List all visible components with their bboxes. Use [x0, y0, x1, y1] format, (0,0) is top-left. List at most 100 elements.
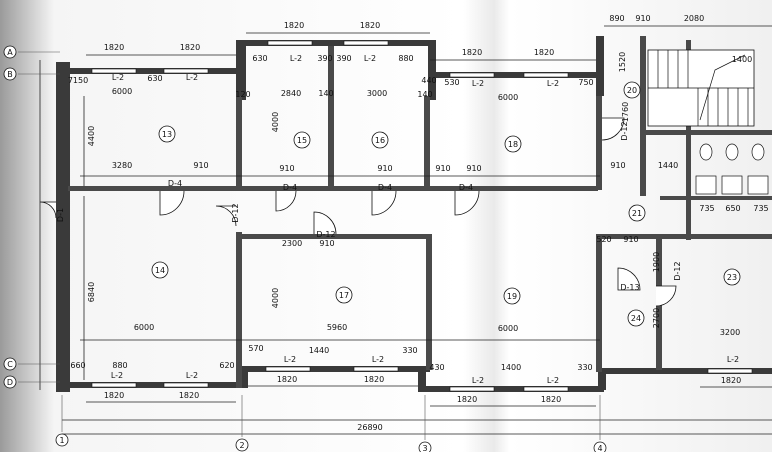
- dimension-label: 880: [112, 361, 127, 370]
- room-circle: [293, 131, 311, 149]
- door-swings: [39, 117, 677, 307]
- dimension-label: 910: [279, 164, 294, 173]
- dimension-label: 530: [444, 78, 459, 87]
- grid-axis-marker: 4: [593, 441, 607, 452]
- room-circle: [151, 261, 169, 279]
- dimension-label: 2700: [652, 308, 661, 328]
- room-circle: [628, 204, 646, 222]
- dimension-label: 910: [610, 161, 625, 170]
- window-label: L-2: [112, 73, 124, 82]
- row-axis-marker: A: [3, 45, 17, 59]
- dimension-label: 910: [466, 164, 481, 173]
- room-label-r23: 23: [723, 268, 741, 286]
- dimension-label: 910: [319, 239, 334, 248]
- room-label-r18: 18: [504, 135, 522, 153]
- axis-circle: [55, 433, 69, 447]
- dimension-label: 910: [193, 161, 208, 170]
- row-axis-marker: C: [3, 357, 17, 371]
- dimension-label: 120: [235, 90, 250, 99]
- room-number: 18: [508, 140, 518, 149]
- axis-number: 4: [597, 444, 602, 452]
- room-circle: [723, 268, 741, 286]
- dimension-label: 2080: [684, 14, 704, 23]
- row-axis-letter: D: [7, 378, 13, 387]
- dimension-label: 1820: [364, 375, 384, 384]
- dimension-label: 1820: [179, 391, 199, 400]
- dimension-label: 440: [421, 76, 436, 85]
- dimension-label: 7150: [68, 76, 88, 85]
- row-axis-letter: A: [7, 48, 13, 57]
- axis-number: 1: [59, 436, 64, 445]
- dimension-label: 6840: [87, 282, 96, 302]
- dimension-label: 910: [377, 164, 392, 173]
- room-circle: [504, 135, 522, 153]
- dimension-label: 1400: [732, 55, 752, 64]
- dimension-label: 1820: [541, 395, 561, 404]
- dimension-label: 6000: [112, 87, 132, 96]
- room-label-r16: 16: [371, 131, 389, 149]
- window-label: L-2: [290, 54, 302, 63]
- dimension-label: 910: [623, 235, 638, 244]
- dimension-label: 1820: [180, 43, 200, 52]
- bathroom-fixtures-icon: [695, 143, 769, 195]
- dimension-label: 330: [577, 363, 592, 372]
- dimension-label: 390: [336, 54, 351, 63]
- grid-axis-marker: 1: [55, 433, 69, 447]
- door-label: D-12: [620, 121, 629, 140]
- axis-number: 3: [422, 444, 427, 452]
- window-label: L-2: [727, 355, 739, 364]
- window-label: L-2: [186, 371, 198, 380]
- window-label: L-2: [372, 355, 384, 364]
- dimension-label: 910: [635, 14, 650, 23]
- dimension-label: 140: [318, 89, 333, 98]
- room-number: 23: [727, 273, 737, 282]
- dimension-label: 390: [317, 54, 332, 63]
- door-label: D-12: [316, 230, 335, 239]
- door-label: D-4: [283, 183, 297, 192]
- room-label-r20: 20: [623, 81, 641, 99]
- window-label: L-2: [547, 79, 559, 88]
- dimension-label: 1820: [462, 48, 482, 57]
- dimension-label: 6000: [498, 324, 518, 333]
- dimension-label: 3280: [112, 161, 132, 170]
- room-number: 16: [375, 136, 385, 145]
- room-circle: [335, 286, 353, 304]
- axis-circle: [593, 441, 607, 452]
- room-label-r14: 14: [151, 261, 169, 279]
- door-label: D-4: [459, 183, 473, 192]
- door-label: D-1: [56, 208, 65, 222]
- dimension-label: 1400: [501, 363, 521, 372]
- grid-axis-lines: [18, 51, 601, 440]
- dimension-label: 650: [725, 204, 740, 213]
- window-label: L-2: [186, 73, 198, 82]
- room-label-r13: 13: [158, 125, 176, 143]
- window-label: L-2: [472, 79, 484, 88]
- dimension-label: 1520: [618, 52, 627, 72]
- dimension-label: 4000: [271, 288, 280, 308]
- room-number: 20: [627, 86, 637, 95]
- dimension-label: 735: [699, 204, 714, 213]
- dimension-label: 735: [753, 204, 768, 213]
- room-circle: [503, 287, 521, 305]
- room-circle: [623, 81, 641, 99]
- dimension-label: 5960: [327, 323, 347, 332]
- dimension-label: 1440: [658, 161, 678, 170]
- room-circle: [371, 131, 389, 149]
- window-label: L-2: [111, 371, 123, 380]
- stair-icon: [647, 49, 755, 127]
- dimension-label: 750: [578, 78, 593, 87]
- dimension-label: 890: [609, 14, 624, 23]
- room-number: 13: [162, 130, 172, 139]
- dimension-label: 1820: [104, 43, 124, 52]
- row-axis-marker: D: [3, 375, 17, 389]
- dimension-label: 1820: [284, 21, 304, 30]
- room-label-r17: 17: [335, 286, 353, 304]
- row-axis-letter: C: [7, 360, 13, 369]
- dimension-label: 520: [596, 235, 611, 244]
- dimension-label: 2840: [281, 89, 301, 98]
- window-label: L-2: [364, 54, 376, 63]
- door-label: D-4: [378, 183, 392, 192]
- dimension-label: 880: [398, 54, 413, 63]
